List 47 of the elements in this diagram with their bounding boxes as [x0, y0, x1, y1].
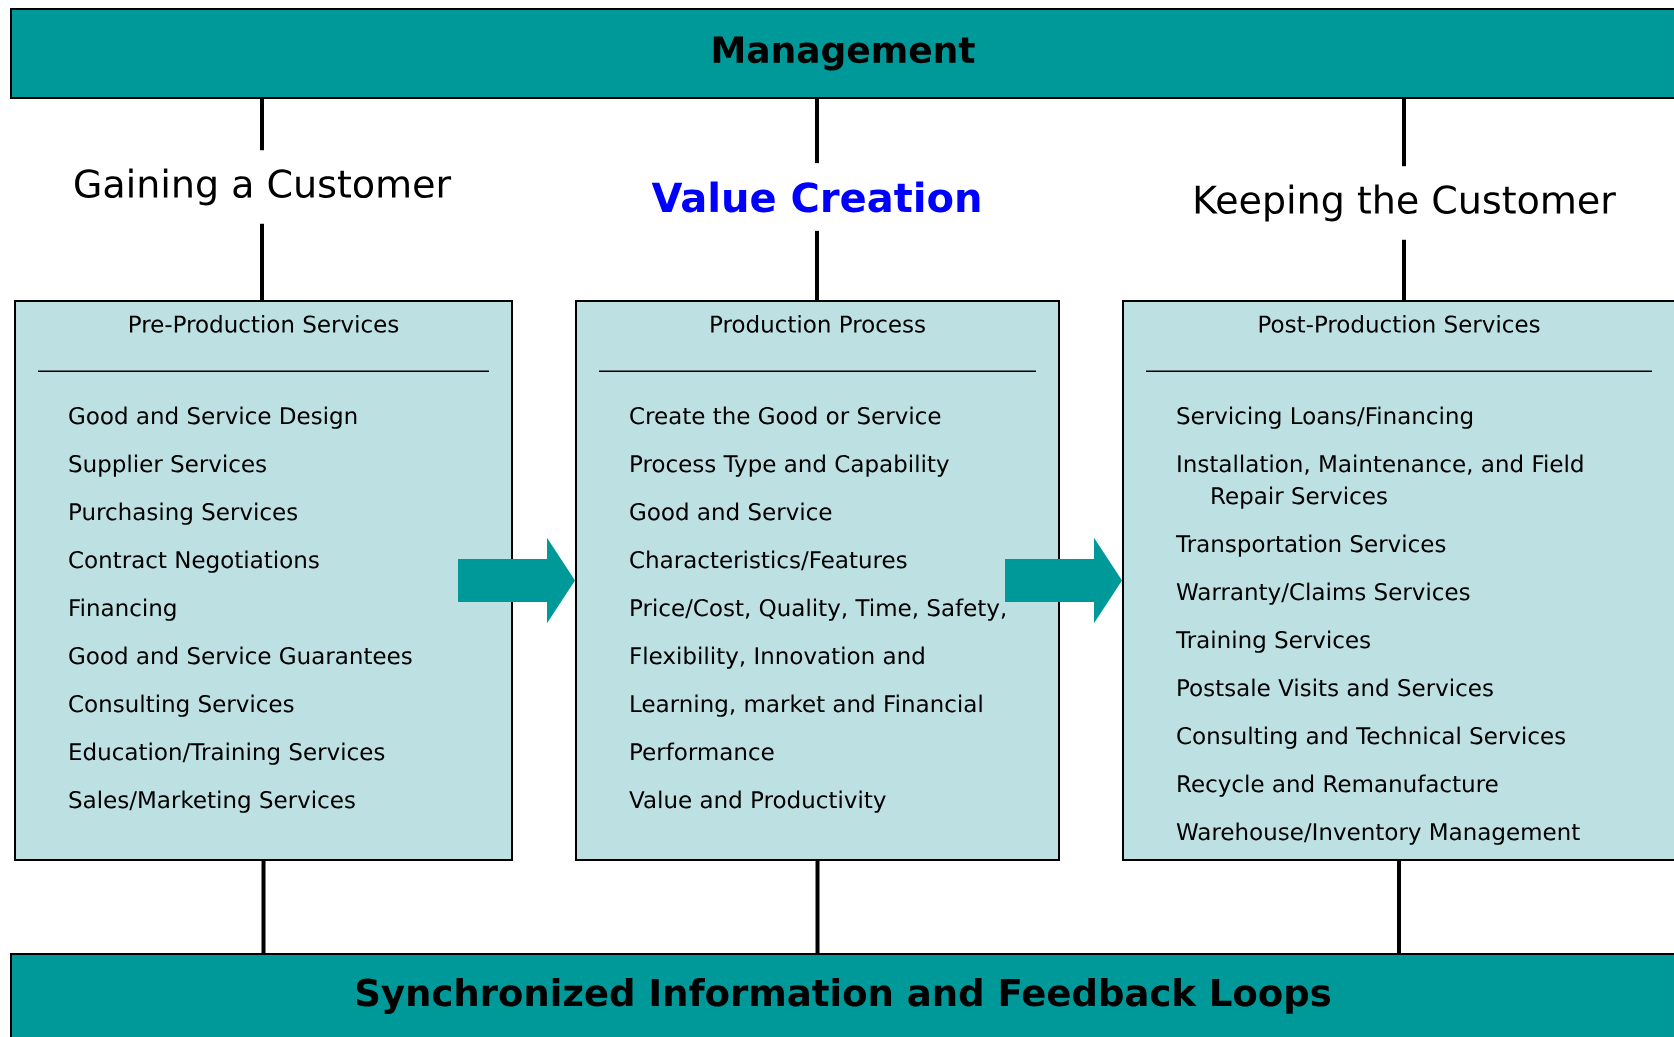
connector-line [815, 99, 819, 164]
list-item: Warehouse/Inventory Management [1176, 822, 1580, 845]
list-item: Servicing Loans/Financing [1177, 406, 1472, 429]
list-item: Good and Service Design [69, 406, 357, 429]
list-item: Recycle and Remanufacture [1178, 774, 1498, 797]
connector-line [1397, 861, 1401, 953]
list-item: Financing [70, 598, 176, 621]
service-box [575, 300, 1060, 861]
list-item: Characteristics/Features [630, 550, 907, 571]
list-item: Transportation Services [1175, 534, 1446, 557]
list-item: Training Services [1175, 630, 1370, 653]
list-item: Learning, market and Financial [631, 694, 982, 717]
list-item: Create the Good or Service [630, 406, 941, 425]
stage-label: Gaining a Customer [75, 168, 452, 206]
connector-line [1402, 239, 1406, 300]
connector-line [815, 861, 820, 953]
box-heading: Pre-Production Services [130, 315, 399, 333]
connector-line [1402, 99, 1406, 167]
list-item: Good and Service [630, 502, 832, 521]
list-item: Contract Negotiations [69, 550, 319, 573]
list-item: Installation, Maintenance, and Field Repair Services [1178, 454, 1583, 509]
service-box [14, 300, 513, 861]
list-item: Warranty/Claims Services [1176, 582, 1470, 605]
list-item: Flexibility, Innovation and [631, 646, 924, 669]
connector-line [815, 230, 819, 300]
list-item: Purchasing Services [70, 502, 298, 525]
title-band: Management [10, 8, 1674, 99]
connector-line [260, 99, 264, 151]
list-item: Postsale Visits and Services [1178, 678, 1493, 697]
box-heading: Post-Production Services [1259, 315, 1540, 333]
title-band: Synchronized Information and Feedback Loops [10, 953, 1674, 1037]
list-item: Good and Service Guarantees [69, 646, 412, 665]
list-item: Education/Training Services [70, 742, 385, 765]
list-item: Consulting Services [69, 694, 294, 717]
connector-line [261, 861, 266, 953]
list-item: Supplier Services [69, 454, 266, 477]
stage-label: Keeping the Customer [1195, 184, 1616, 222]
list-item: Consulting and Technical Services [1177, 726, 1565, 749]
service-box [1122, 300, 1674, 861]
list-item: Process Type and Capability [631, 454, 949, 477]
list-item: Value and Productivity [629, 790, 886, 813]
list-item: Price/Cost, Quality, Time, Safety, [631, 598, 1005, 621]
box-heading: Production Process [711, 315, 925, 333]
list-item: Sales/Marketing Services [69, 790, 355, 813]
stage-label: Value Creation [651, 181, 980, 213]
list-item: Performance [631, 742, 774, 761]
connector-line [260, 223, 264, 300]
